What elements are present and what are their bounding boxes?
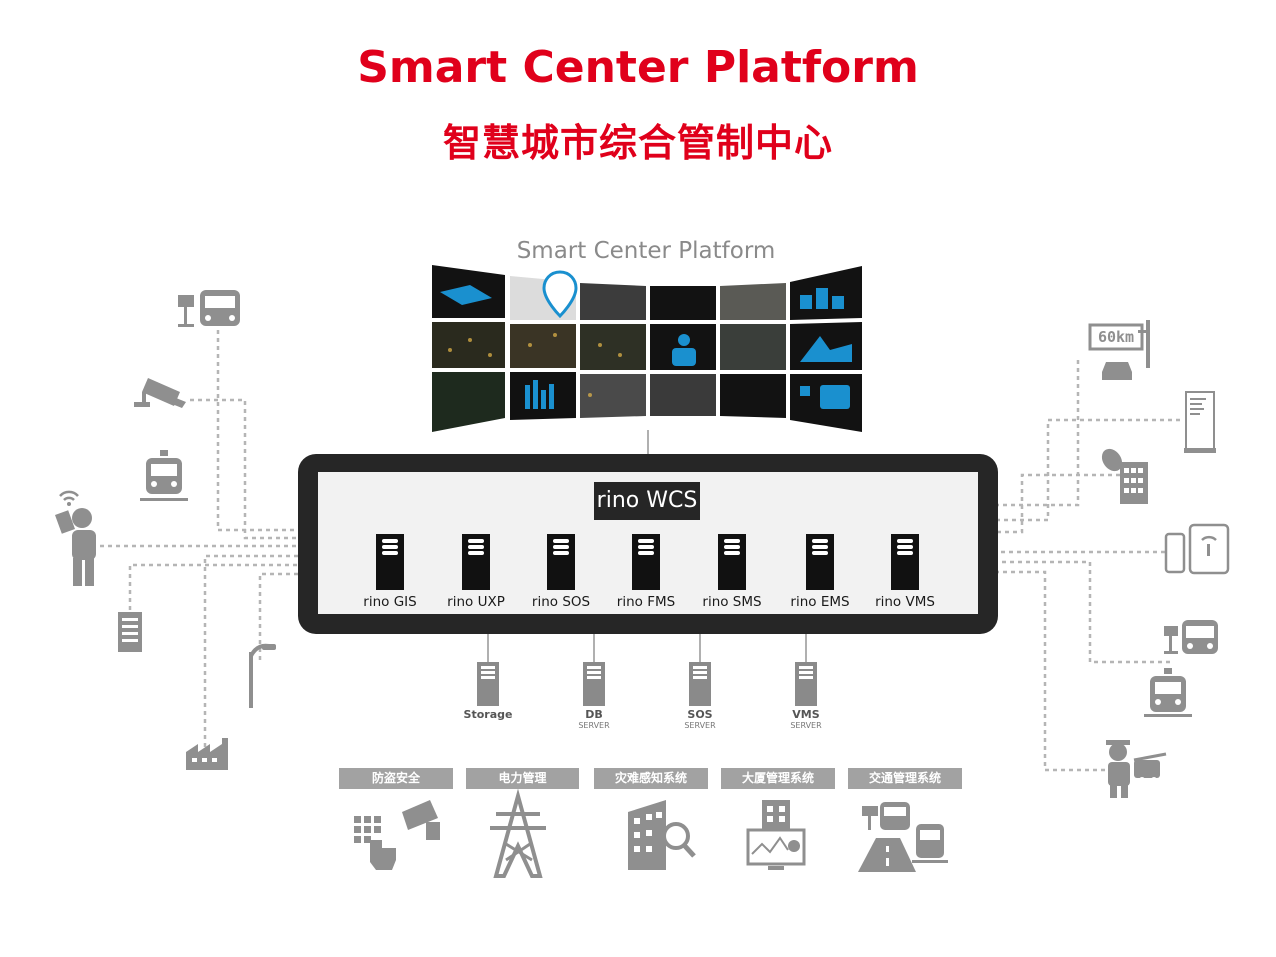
category-security: 防盗安全 xyxy=(339,768,453,789)
speed-sign-icon xyxy=(1088,320,1150,380)
satellite-building-icon xyxy=(1101,448,1148,504)
power-pylon-icon xyxy=(490,788,546,878)
server-label-vms: rino VMS xyxy=(875,594,935,610)
speed-sign-text: 60km xyxy=(1097,328,1135,346)
server-icon xyxy=(376,534,404,590)
sos-server-icon xyxy=(689,662,711,706)
server-label-gis: rino GIS xyxy=(363,594,417,610)
cctv-camera-icon xyxy=(134,378,186,408)
street-light-icon xyxy=(249,643,276,708)
mobile-user-icon xyxy=(55,490,96,586)
video-wall-label: Smart Center Platform xyxy=(516,238,776,264)
vms-server-icon xyxy=(795,662,817,706)
firefighter-icon xyxy=(1106,740,1167,798)
kiosk-display-icon xyxy=(1184,391,1216,453)
left-connection-lines xyxy=(100,330,298,755)
server-icon xyxy=(806,534,834,590)
sub-server-caption-db: SERVER xyxy=(578,721,610,730)
category-power: 电力管理 xyxy=(466,768,579,789)
office-building-icon xyxy=(118,612,142,652)
db-server-icon xyxy=(583,662,605,706)
server-label-fms: rino FMS xyxy=(616,594,676,610)
bus-stop-icon-right xyxy=(1164,620,1218,654)
server-icon xyxy=(891,534,919,590)
category-disaster: 灾难感知系统 xyxy=(594,768,708,789)
sub-server-label-sos: SOS xyxy=(687,708,713,721)
sub-server-caption-sos: SERVER xyxy=(684,721,716,730)
page-title-en: Smart Center Platform xyxy=(357,42,919,93)
server-label-sms: rino SMS xyxy=(702,594,762,610)
wcs-badge: rino WCS xyxy=(594,482,700,520)
right-connection-lines xyxy=(998,360,1180,772)
traffic-management-icon xyxy=(858,802,948,872)
storage-server-icon xyxy=(477,662,499,706)
factory-icon xyxy=(186,738,228,770)
train-icon xyxy=(140,450,188,501)
security-keypad-camera-icon xyxy=(354,800,440,870)
sub-server-label-vms: VMS xyxy=(792,708,820,721)
page-title-cn: 智慧城市综合管制中心 xyxy=(442,121,833,165)
category-building: 大厦管理系统 xyxy=(721,768,835,789)
category-traffic: 交通管理系统 xyxy=(848,768,962,789)
server-icon xyxy=(462,534,490,590)
sub-server-label-storage: Storage xyxy=(463,708,513,721)
train-icon-right xyxy=(1144,668,1192,717)
sub-server-label-db: DB xyxy=(585,708,603,721)
disaster-detection-icon xyxy=(628,800,696,870)
sub-servers xyxy=(487,634,807,662)
server-icon xyxy=(632,534,660,590)
server-label-uxp: rino UXP xyxy=(447,594,505,610)
mobile-devices-icon xyxy=(1164,523,1230,575)
server-label-sos: rino SOS xyxy=(531,594,591,610)
bus-stop-icon xyxy=(178,290,240,327)
building-management-icon xyxy=(746,800,806,870)
video-wall xyxy=(432,265,862,454)
server-icon xyxy=(547,534,575,590)
server-icon xyxy=(718,534,746,590)
server-label-ems: rino EMS xyxy=(790,594,850,610)
sub-server-caption-vms: SERVER xyxy=(790,721,822,730)
